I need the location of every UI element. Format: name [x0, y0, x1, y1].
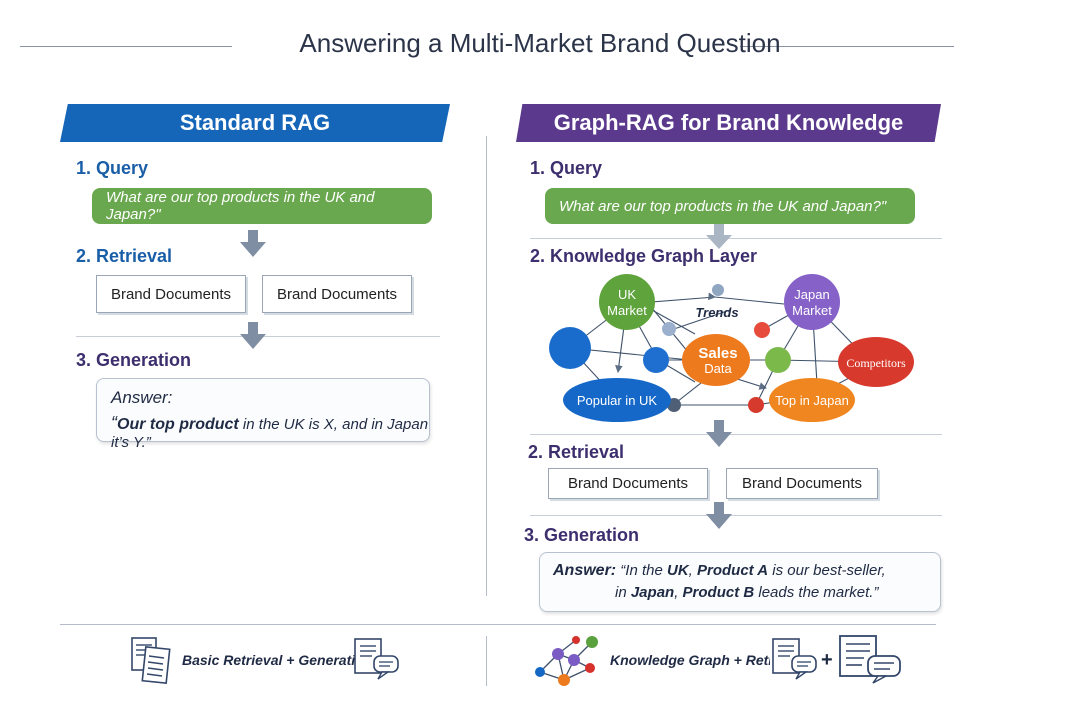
left-doc-label-2: Brand Documents — [276, 285, 398, 303]
uk-market-label-1: UK — [618, 287, 636, 302]
right-answer-line-2: in Japan, Product B leads the market.” — [553, 584, 940, 601]
competitors-label: Competitors — [846, 356, 906, 370]
sales-data-label-1: Sales — [698, 345, 737, 362]
japan-market-label-1: Japan — [794, 287, 829, 302]
knowledge-graph-icon — [535, 636, 598, 686]
right-query-bubble: What are our top products in the UK and … — [545, 188, 915, 224]
top-japan-node — [769, 378, 855, 422]
left-step-generation: 3. Generation — [76, 350, 192, 370]
right-answer-l2a: in — [615, 584, 631, 601]
right-step-graph: 2. Knowledge Graph Layer — [530, 246, 758, 266]
right-rule-2 — [530, 434, 942, 435]
right-answer-box: Answer: “In the UK, Product A is our bes… — [539, 552, 941, 612]
document-chat-icon-2 — [772, 638, 817, 680]
graph-node-green-mid — [765, 347, 791, 373]
right-doc-label-2: Brand Documents — [741, 475, 863, 492]
competitors-node — [838, 337, 914, 387]
right-step-retrieval: 2. Retrieval — [528, 442, 625, 462]
sales-data-node — [682, 334, 750, 386]
right-answer-label: Answer: — [553, 562, 617, 579]
right-answer-l2b: , — [674, 584, 683, 601]
graph-node-blue-large — [549, 327, 591, 369]
right-answer-product-a: Product A — [697, 562, 769, 579]
left-step-retrieval: 2. Retrieval — [76, 246, 173, 266]
trends-label: Trends — [695, 305, 738, 320]
uk-market-label-2: Market — [607, 303, 647, 318]
title-rule-left — [20, 46, 232, 47]
graph-icon-node-green — [586, 636, 598, 648]
graph-node-small-top — [712, 284, 724, 296]
standard-rag-banner: Standard RAG — [60, 104, 450, 142]
left-answer-open-quote: “ — [111, 413, 117, 433]
footer-left-text: Basic Retrieval + Generation — [182, 652, 373, 668]
column-divider — [486, 136, 487, 596]
document-stack-icon — [131, 637, 171, 685]
left-answer-text: “Our top product in the UK is X, and in … — [111, 413, 429, 451]
graph-icon-node-blue — [535, 667, 545, 677]
right-answer-l2c: leads the market.” — [754, 584, 879, 601]
popular-uk-node — [563, 378, 671, 422]
top-japan-label: Top in Japan — [775, 393, 849, 408]
graph-rag-banner: Graph-RAG for Brand Knowledge — [516, 104, 941, 142]
right-step-generation: 3. Generation — [524, 525, 640, 545]
right-answer-line-1: Answer: “In the UK, Product A is our bes… — [553, 562, 940, 580]
graph-node-small-red — [754, 322, 770, 338]
title-rule-right — [740, 46, 954, 47]
right-answer-l1c: is our best-seller, — [768, 562, 886, 579]
left-answer-bold: Our top product — [117, 416, 239, 433]
right-rule-1 — [530, 238, 942, 239]
right-answer-japan: Japan — [630, 584, 675, 601]
left-doc-box-1: Brand Documents — [96, 275, 246, 313]
left-query-bubble: What are our top products in the UK and … — [92, 188, 432, 224]
right-doc-box-1: Brand Documents — [548, 468, 708, 499]
page-title: Answering a Multi-Market Brand Question — [299, 28, 781, 58]
graph-icon-node-red-2 — [585, 663, 595, 673]
right-answer-l1a: “In the — [616, 562, 667, 579]
footer-divider — [486, 636, 487, 686]
right-doc-box-2: Brand Documents — [726, 468, 878, 499]
graph-icon-node-purple — [552, 648, 564, 660]
right-arrow-1 — [706, 224, 732, 249]
right-rule-3 — [530, 515, 942, 516]
footer-rule — [60, 624, 936, 625]
sales-data-label-2: Data — [704, 361, 732, 376]
right-answer-uk: UK — [666, 562, 689, 579]
japan-market-label-2: Market — [792, 303, 832, 318]
graph-icon-node-red — [572, 636, 580, 644]
graph-node-blue-mid — [643, 347, 669, 373]
japan-market-node — [784, 274, 840, 330]
footer-plus: + — [821, 649, 833, 671]
graph-node-small-red-2 — [748, 397, 764, 413]
right-arrow-2 — [706, 420, 732, 447]
right-arrow-3 — [706, 502, 732, 529]
left-query-text: What are our top products in the UK and … — [106, 189, 375, 223]
popular-uk-label: Popular in UK — [577, 393, 658, 408]
document-chat-icon-3 — [839, 635, 901, 684]
uk-market-node — [599, 274, 655, 330]
right-query-text: What are our top products in the UK and … — [559, 197, 887, 215]
graph-icon-node-purple-2 — [568, 654, 580, 666]
left-arrow-1 — [240, 230, 266, 257]
knowledge-graph: UK Market Japan Market Trends Sales Data… — [549, 274, 914, 422]
document-chat-icon — [354, 638, 399, 680]
graph-node-small-violet — [662, 322, 676, 336]
right-answer-product-b: Product B — [682, 584, 755, 601]
right-doc-label-1: Brand Documents — [567, 475, 689, 492]
left-doc-box-2: Brand Documents — [262, 275, 412, 313]
left-arrow-2 — [240, 322, 266, 349]
graph-icon-node-orange — [558, 674, 570, 686]
left-answer-box: Answer: “Our top product in the UK is X,… — [96, 378, 430, 451]
right-answer-l1b: , — [688, 562, 697, 579]
left-doc-label-1: Brand Documents — [110, 285, 232, 303]
left-answer-rest: in the UK is X, and in Japan it’s Y.” — [111, 416, 429, 451]
right-step-query: 1. Query — [530, 158, 603, 178]
left-step-query: 1. Query — [76, 158, 149, 178]
left-answer-label: Answer: — [111, 388, 173, 407]
footer-right-text: Knowledge Graph + Retrieval — [610, 652, 770, 668]
